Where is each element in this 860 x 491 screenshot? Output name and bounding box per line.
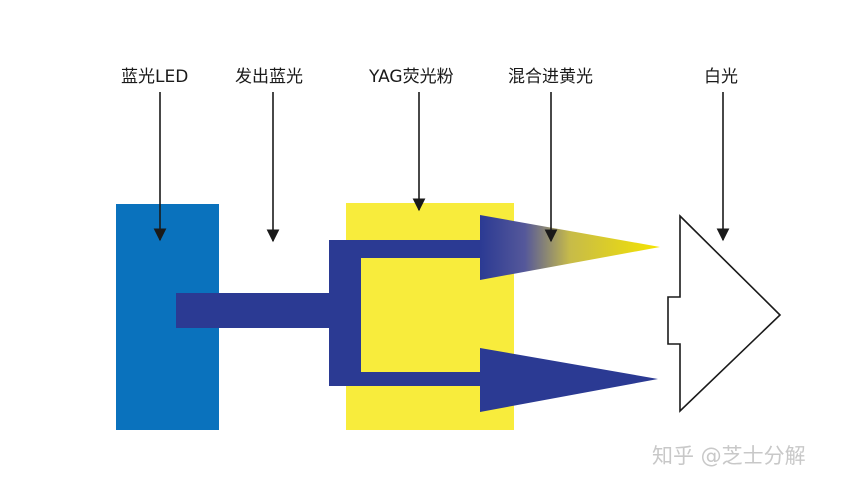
- label-blue-led: 蓝光LED: [121, 67, 189, 87]
- white-light-output-shape: [667, 214, 782, 413]
- blue-light-split-bar: [329, 240, 361, 386]
- label-white-light: 白光: [704, 67, 738, 87]
- blue-light-beam: [176, 293, 331, 328]
- mixed-yellow-light-arrow: [480, 215, 660, 280]
- zhihu-watermark: 知乎 @芝士分解: [652, 444, 806, 468]
- label-emit-blue: 发出蓝光: [235, 67, 303, 87]
- label-yag-phosphor: YAG荧光粉: [369, 67, 454, 87]
- label-mix-yellow: 混合进黄光: [508, 67, 593, 87]
- blue-light-arrow: [480, 348, 658, 412]
- lower-beam-bar: [329, 372, 482, 386]
- upper-beam-bar: [329, 240, 482, 258]
